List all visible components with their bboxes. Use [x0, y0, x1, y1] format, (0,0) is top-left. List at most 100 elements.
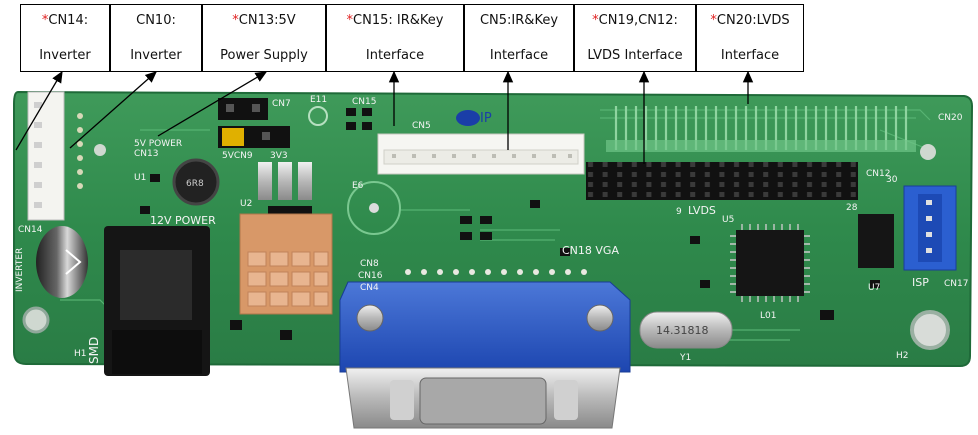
silk-u2: U2 [240, 199, 252, 209]
e6-pad [347, 181, 401, 235]
silk-12v-power: 12V POWER [150, 214, 216, 227]
crystal-y1 [639, 311, 733, 349]
label-cn13: *CN13:5V Power Supply [202, 4, 326, 72]
silk-h1: H1 [74, 349, 87, 359]
smd-components [140, 174, 880, 340]
silk-cn4: CN4 [360, 283, 379, 293]
label-cn14-line2: Inverter [39, 48, 91, 63]
label-cn15-line2: Interface [365, 48, 425, 63]
silk-two-eight: 28 [846, 203, 858, 213]
e11-pad [308, 106, 328, 126]
silk-cn8: CN8 [360, 259, 379, 269]
isp-pins [926, 200, 932, 253]
mounting-hole-h2 [910, 310, 950, 350]
vga-connector [339, 281, 631, 373]
heatsink-grid [247, 251, 329, 307]
silk-e6: E6 [352, 181, 364, 191]
cn10-pads [77, 113, 83, 189]
label-cn20-line1: CN20:LVDS [716, 13, 790, 28]
callout-arrows [15, 70, 754, 164]
label-cn10: CN10: Inverter [110, 4, 202, 72]
label-cn14-star: * [41, 13, 49, 28]
silk-cn12: CN12 [866, 169, 890, 179]
silk-inverter: INVERTER [15, 248, 25, 292]
label-cn5-line1: CN5:IR&Key [479, 13, 559, 28]
scaler-ic-u5 [736, 230, 804, 296]
silk-cn16: CN16 [358, 271, 383, 281]
label-cn14-line1: CN14: [48, 13, 89, 28]
eeprom-u7 [858, 214, 894, 268]
silk-u1: U1 [134, 173, 146, 183]
cn7-jumper [218, 98, 268, 120]
mounting-hole-top-left [94, 144, 106, 156]
silk-cn14: CN14 [18, 225, 43, 235]
silk-cn5: CN5 [412, 121, 431, 131]
label-cn19-star: * [592, 13, 599, 28]
label-cn15-title: *CN15: IR&Key [347, 13, 444, 28]
label-cn5-line2: Interface [489, 48, 549, 63]
silk-lvds: LVDS [688, 204, 716, 217]
silk-3v3: 3V3 [270, 151, 288, 161]
silk-nine: 9 [676, 207, 682, 217]
arrow-cn10 [69, 71, 157, 149]
label-cn14-title: *CN14: [42, 13, 88, 28]
silk-5v-power: 5V POWER [134, 139, 182, 149]
silk-u5: U5 [722, 215, 734, 225]
mounting-hole-top-right [920, 144, 936, 160]
label-cn15: *CN15: IR&Key Interface [326, 4, 464, 72]
label-cn10-line2: Inverter [130, 48, 182, 63]
label-cn14: *CN14: Inverter [20, 4, 110, 72]
arrow-cn14 [15, 70, 63, 151]
lvds-header-cn19 [586, 162, 858, 200]
silk-e11: E11 [310, 95, 327, 105]
silk-ip: IP [480, 111, 492, 126]
inductor-marking: 6R8 [186, 179, 204, 189]
cn15-pads [346, 108, 372, 130]
label-cn13-line1: CN13:5V [238, 13, 296, 28]
label-cn15-star: * [346, 13, 354, 28]
label-cn19: *CN19,CN12: LVDS Interface [574, 4, 696, 72]
electrolytic-capacitor-left [36, 226, 88, 298]
inductor-6r8 [172, 158, 220, 206]
label-cn20-title: *CN20:LVDS [710, 13, 789, 28]
vga-pin-row [405, 269, 587, 275]
silk-l01: L01 [760, 311, 776, 321]
label-cn13-line2: Power Supply [220, 48, 308, 63]
cn14-connector [27, 91, 65, 221]
cn14-pins [34, 102, 42, 208]
silk-cn15: CN15 [352, 97, 376, 107]
cn5-pins [392, 154, 572, 158]
silk-cn7: CN7 [272, 99, 291, 109]
silk-cn9: 5VCN9 [222, 151, 253, 161]
silk-cn17: CN17 [944, 279, 968, 289]
silk-isp: ISP [912, 276, 929, 289]
lvds-pad-strip [606, 140, 916, 152]
silk-thirty: 30 [886, 175, 898, 185]
silk-cn20: CN20 [938, 113, 963, 123]
label-cn19-title: *CN19,CN12: [592, 13, 678, 28]
label-cn20-star: * [710, 13, 717, 28]
silk-smd: SMD [87, 337, 101, 364]
label-cn13-star: * [232, 13, 239, 28]
silk-h2: H2 [896, 351, 909, 361]
voltage-regulators [258, 162, 312, 200]
mounting-hole-h1 [22, 306, 50, 334]
label-cn10-title: CN10: [136, 13, 176, 28]
silk-u7: U7 [868, 283, 880, 293]
silk-cn18-vga: CN18 VGA [562, 244, 619, 257]
label-cn19-line1: CN19,CN12: [598, 13, 678, 28]
label-cn10-line1: CN10: [136, 13, 176, 28]
label-cn20: *CN20:LVDS Interface [696, 4, 804, 72]
ic-leads [730, 224, 810, 302]
label-cn5-title: CN5:IR&Key [480, 13, 558, 28]
arrow-cn13 [157, 71, 268, 137]
label-cn15-line1: CN15: IR&Key [353, 13, 444, 28]
label-cn19-line2: LVDS Interface [587, 48, 683, 63]
label-cn20-line2: Interface [720, 48, 780, 63]
label-cn13-title: *CN13:5V [232, 13, 295, 28]
silk-cn13: CN13 [134, 149, 158, 159]
silk-y1: Y1 [679, 353, 691, 363]
ip-logo-icon [456, 110, 480, 126]
